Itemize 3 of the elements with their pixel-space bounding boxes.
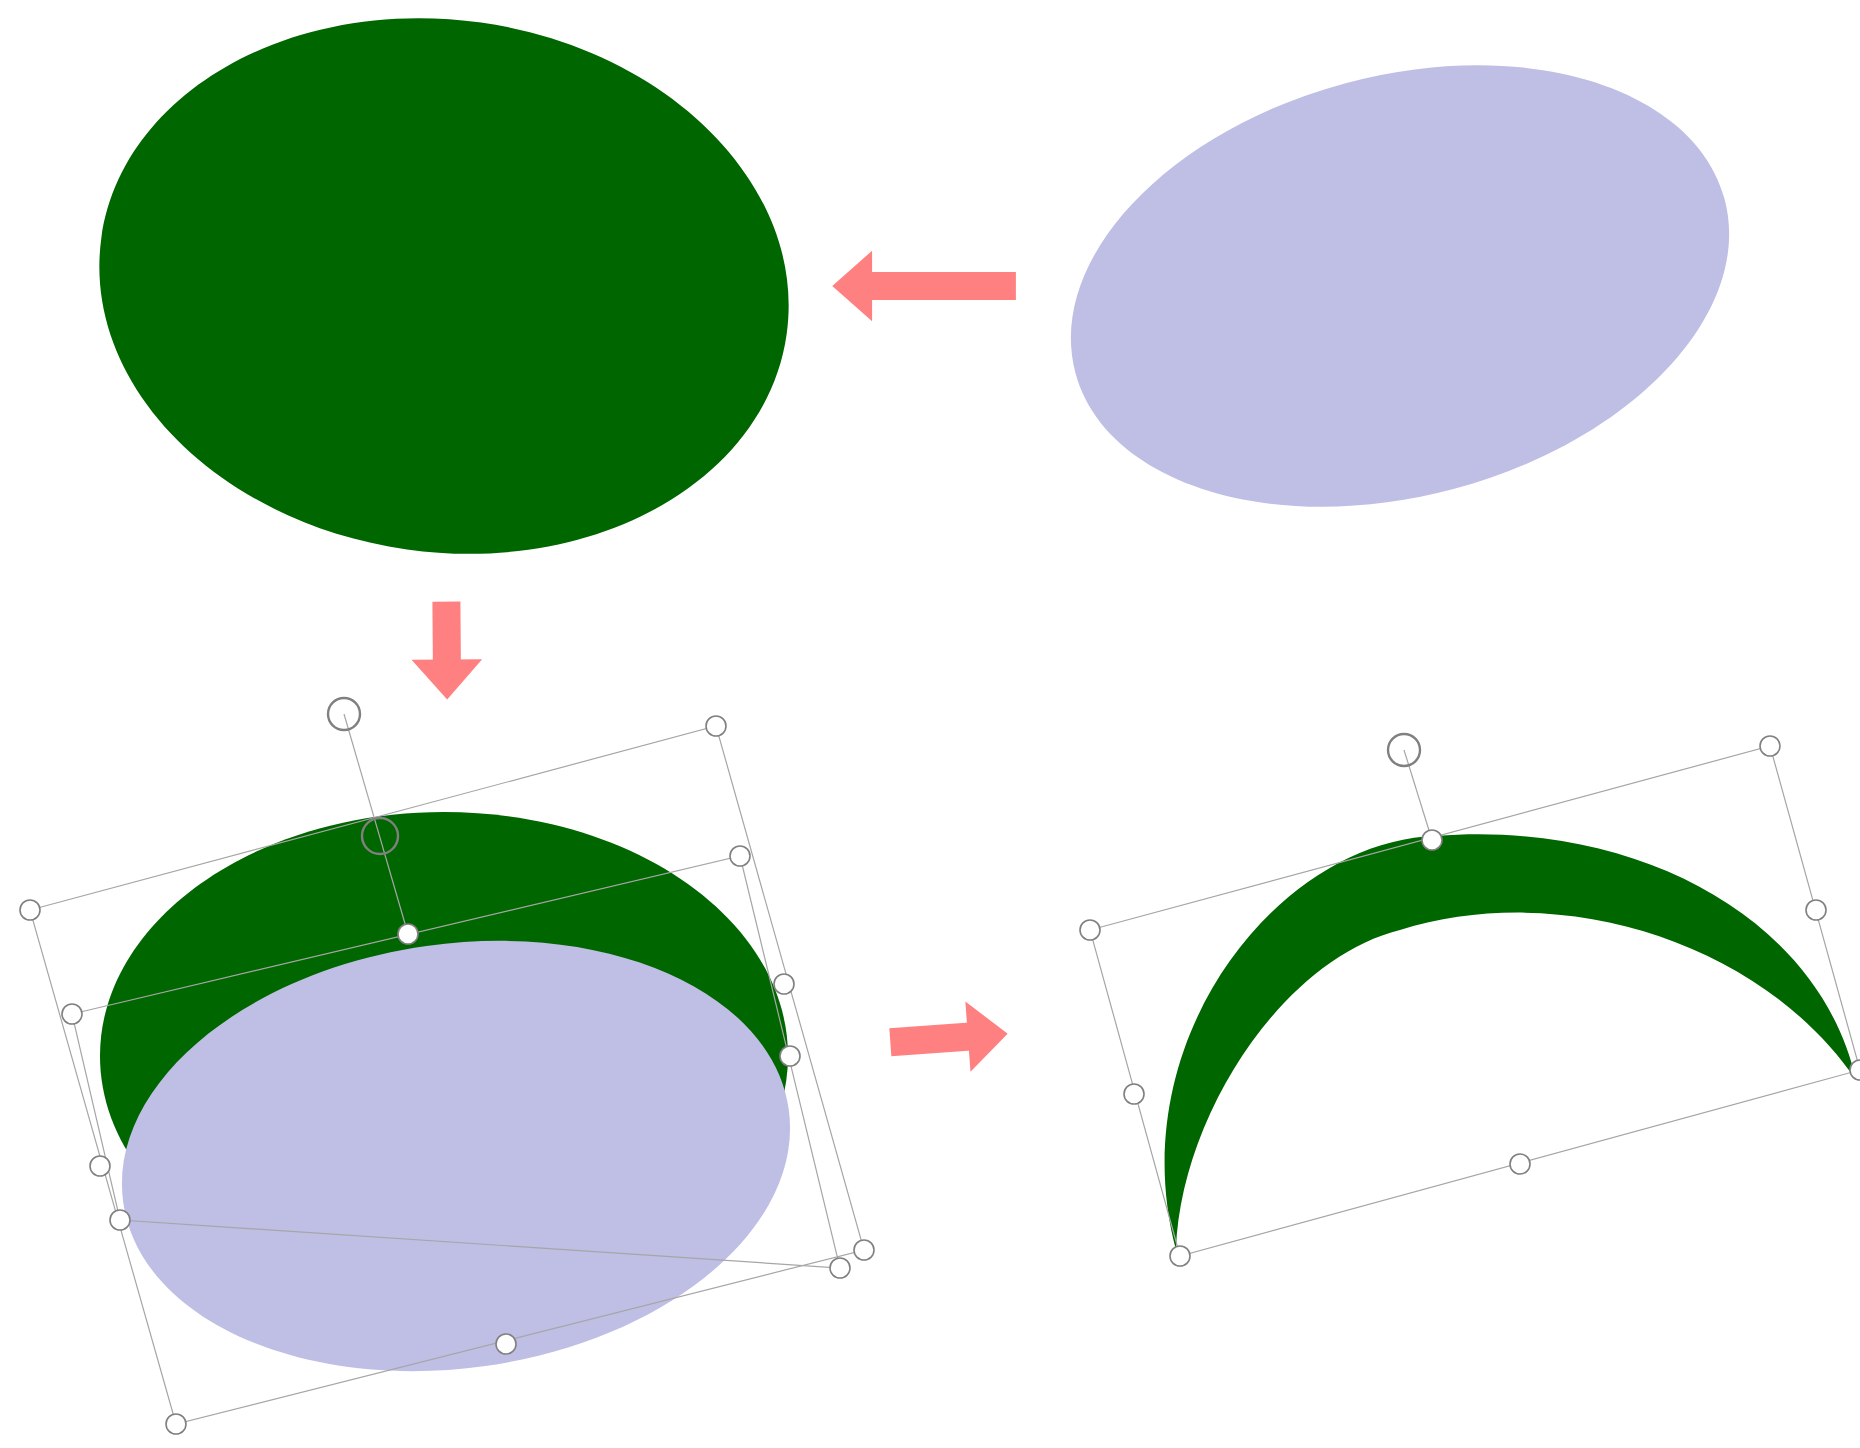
selection-drawing (19, 696, 875, 1435)
crescent-drawing (1079, 732, 1860, 1267)
ellipse (99, 18, 789, 554)
